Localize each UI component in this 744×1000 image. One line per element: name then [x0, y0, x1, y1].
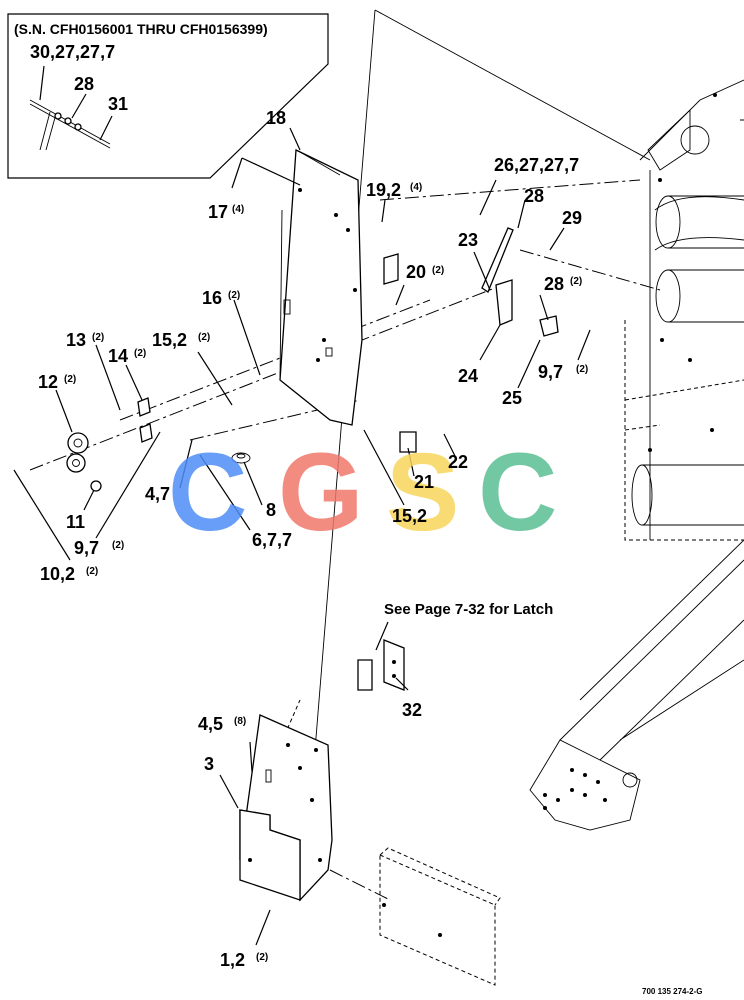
callout-21: 21 — [414, 472, 434, 492]
bar-23 — [481, 227, 514, 293]
spacer-11 — [90, 480, 102, 492]
watermark-letter-g: G — [278, 431, 364, 554]
callout-labels: 18 17 (4) 19,2 (4) 26,27,27,7 28 29 23 2… — [38, 108, 703, 996]
lower-right-panel — [379, 847, 501, 986]
callout-4-5: 4,5 — [198, 714, 223, 734]
callout-18: 18 — [266, 108, 286, 128]
callout-4-5-qty: (8) — [234, 716, 246, 727]
callout-17-qty: (4) — [232, 204, 244, 215]
callout-29: 29 — [562, 208, 582, 228]
callout-25: 25 — [502, 388, 522, 408]
spring-8 — [231, 452, 251, 464]
callout-15-lower: 15,2 — [392, 506, 427, 526]
watermark-letter-c2: C — [478, 431, 557, 554]
machine-frame — [529, 79, 744, 831]
callout-8: 8 — [266, 500, 276, 520]
callout-20: 20 — [406, 262, 426, 282]
bracket-20 — [383, 253, 399, 285]
callout-6-7-7: 6,7,7 — [252, 530, 292, 550]
inset-frame — [7, 13, 329, 179]
callout-1: 1,2 — [220, 950, 245, 970]
drawing-number: 700 135 274-2-G — [642, 987, 703, 996]
callout-23: 23 — [458, 230, 478, 250]
bracket-21 — [399, 431, 417, 453]
callout-26: 26,27,27,7 — [494, 155, 579, 175]
callout-9-right: 9,7 — [538, 362, 563, 382]
pulley-12-upper — [67, 432, 89, 454]
callout-9-left: 9,7 — [74, 538, 99, 558]
callout-17: 17 — [208, 202, 228, 222]
callout-22: 22 — [448, 452, 468, 472]
watermark-letter-s: S — [386, 431, 459, 554]
watermark-cgsc: C G S C — [168, 431, 557, 554]
callout-14: 14 — [108, 346, 128, 366]
callout-28-right: 28 — [544, 274, 564, 294]
clip-25 — [539, 315, 559, 337]
callout-1-qty: (2) — [256, 952, 268, 963]
callout-leaders — [13, 127, 591, 946]
callout-32: 32 — [402, 700, 422, 720]
callout-19: 19,2 — [366, 180, 401, 200]
serial-inset: (S.N. CFH0156001 THRU CFH0156399) 30,27,… — [7, 13, 329, 179]
callout-10-qty: (2) — [86, 566, 98, 577]
callout-10: 10,2 — [40, 564, 75, 584]
callout-28-top: 28 — [524, 186, 544, 206]
callout-9-right-qty: (2) — [576, 364, 588, 375]
callout-11: 11 — [66, 512, 85, 532]
pulley-12-lower — [66, 453, 86, 473]
callout-20-qty: (2) — [432, 265, 444, 276]
inset-label-2: 28 — [74, 74, 94, 94]
callout-12-qty: (2) — [64, 374, 76, 385]
callout-3: 3 — [204, 754, 214, 774]
callout-13: 13 — [66, 330, 86, 350]
callout-12: 12 — [38, 372, 58, 392]
latch-bracket-32 — [357, 639, 405, 691]
callout-13-qty: (2) — [92, 332, 104, 343]
upper-panel-18 — [279, 148, 363, 426]
callout-24: 24 — [458, 366, 478, 386]
callout-19-qty: (4) — [410, 182, 422, 193]
latch-reference-note: See Page 7-32 for Latch — [384, 601, 553, 618]
callout-14-qty: (2) — [134, 348, 146, 359]
inset-serial-range: (S.N. CFH0156001 THRU CFH0156399) — [14, 21, 268, 37]
lower-panel-3 — [239, 714, 333, 902]
inset-linkage-drawing — [29, 65, 113, 151]
callout-28-right-qty: (2) — [570, 276, 582, 287]
arm-14 — [137, 397, 153, 443]
inset-label-1: 30,27,27,7 — [30, 42, 115, 62]
inset-label-3: 31 — [108, 94, 128, 114]
callout-16-qty: (2) — [228, 290, 240, 301]
bracket-24 — [495, 279, 513, 326]
callout-15-upper-qty: (2) — [198, 332, 210, 343]
callout-15-upper: 15,2 — [152, 330, 187, 350]
callout-4-7: 4,7 — [145, 484, 170, 504]
watermark-letter-c1: C — [168, 431, 247, 554]
callout-9-left-qty: (2) — [112, 540, 124, 551]
callout-16: 16 — [202, 288, 222, 308]
